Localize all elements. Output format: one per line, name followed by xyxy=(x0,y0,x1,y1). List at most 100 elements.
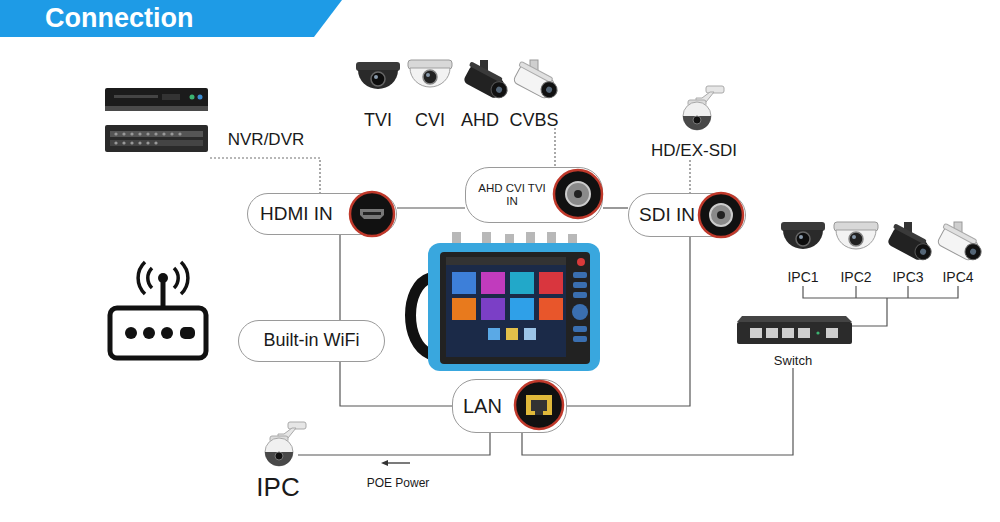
camera-label: IPC xyxy=(256,472,299,503)
network-switch xyxy=(816,331,819,334)
signal-label: TVI xyxy=(364,110,392,131)
port-label: LAN xyxy=(463,395,502,417)
tester-device xyxy=(506,328,518,340)
nvr-dvr-recorder xyxy=(114,95,158,98)
tester-device xyxy=(539,298,563,320)
wifi-router xyxy=(161,282,166,306)
camera-label: IPC1 xyxy=(787,269,818,285)
nvr-dvr-recorder xyxy=(130,132,133,135)
analog-cameras xyxy=(511,60,562,102)
ip-cameras xyxy=(781,222,986,264)
network-wire xyxy=(298,433,490,455)
ip-cameras xyxy=(885,222,936,264)
network-switch xyxy=(737,316,852,322)
network-wire xyxy=(852,298,887,326)
poe-direction-arrow xyxy=(386,462,410,463)
network-switch xyxy=(826,328,838,338)
analog-cameras xyxy=(356,60,562,102)
wifi-router xyxy=(110,262,206,358)
tester-device xyxy=(573,272,587,278)
device-label: NVR/DVR xyxy=(228,130,305,150)
banner-title: Connection xyxy=(45,3,194,34)
nvr-dvr-recorder xyxy=(122,141,125,144)
sdi-ptz-camera xyxy=(683,86,724,130)
nvr-dvr-recorder xyxy=(198,95,203,100)
wifi-router xyxy=(148,268,152,288)
nvr-dvr-recorder xyxy=(154,141,157,144)
connector-line xyxy=(567,237,690,406)
port-label: SDI IN xyxy=(639,205,695,226)
tester-device xyxy=(446,257,566,357)
network-switch xyxy=(798,328,810,338)
camera-label: IPC4 xyxy=(942,269,973,285)
ip-cameras xyxy=(834,222,878,249)
nvr-dvr-recorder xyxy=(122,132,125,135)
wifi-router xyxy=(138,262,145,294)
nvr-dvr-recorder xyxy=(146,141,149,144)
nvr-dvr-recorder xyxy=(105,125,208,152)
tester-device xyxy=(573,336,587,342)
camera-label: IPC2 xyxy=(840,269,871,285)
nvr-dvr-recorder xyxy=(154,132,157,135)
header-banner xyxy=(0,0,342,37)
network-wire xyxy=(855,286,856,298)
signal-label: CVI xyxy=(415,110,445,131)
analog-cameras xyxy=(408,60,452,87)
wifi-router xyxy=(143,327,155,339)
network-wire xyxy=(803,286,958,298)
nvr-dvr-recorder xyxy=(138,132,141,135)
nvr-dvr-recorder xyxy=(105,88,208,110)
nvr-dvr-recorder xyxy=(170,132,173,135)
analog-cameras xyxy=(356,62,400,89)
camera-label: IPC3 xyxy=(892,269,923,285)
nvr-dvr-recorder xyxy=(130,141,133,144)
leader-line xyxy=(210,158,320,193)
nvr-dvr-recorder xyxy=(162,132,165,135)
ip-cameras xyxy=(935,222,986,264)
tester-device xyxy=(573,282,587,288)
port-box: Built-in WiFi xyxy=(238,320,385,362)
nvr-dvr-recorder xyxy=(190,95,195,100)
tester-device xyxy=(488,328,500,340)
nvr-dvr-recorder xyxy=(162,94,180,100)
tester-device xyxy=(428,243,600,371)
poe-ptz-camera xyxy=(265,422,306,466)
poe-direction-arrow xyxy=(381,460,410,466)
power-label: POE Power xyxy=(367,476,430,490)
tester-device xyxy=(573,292,587,298)
tester-device xyxy=(481,272,505,294)
port-box: LAN xyxy=(452,379,567,433)
header-banner xyxy=(0,0,342,37)
nvr-dvr-recorder xyxy=(105,106,208,111)
tester-device xyxy=(572,304,588,320)
nvr-dvr-recorder xyxy=(138,141,141,144)
nvr-dvr-recorder xyxy=(146,132,149,135)
tester-device xyxy=(411,278,431,354)
signal-label: AHD xyxy=(461,110,499,131)
poe-direction-arrow xyxy=(381,460,388,466)
wifi-router xyxy=(181,262,188,294)
wifi-router xyxy=(110,308,206,358)
nvr-dvr-recorder xyxy=(114,141,117,144)
tester-device xyxy=(510,272,534,294)
wifi-router xyxy=(180,327,195,339)
nvr-dvr-recorder xyxy=(110,131,203,137)
network-switch xyxy=(737,316,852,344)
nvr-dvr-recorder xyxy=(105,88,208,152)
network-switch xyxy=(737,322,852,344)
poe-ptz-camera xyxy=(265,422,306,466)
leader-line xyxy=(210,128,690,193)
wifi-router xyxy=(161,327,173,339)
nvr-dvr-recorder xyxy=(114,132,181,144)
device-label: Switch xyxy=(774,353,812,368)
tester-device xyxy=(510,298,534,320)
tester-device xyxy=(539,272,563,294)
nvr-dvr-recorder xyxy=(110,140,203,146)
connector-line xyxy=(340,362,452,406)
port-box: SDI IN xyxy=(628,193,746,237)
port-label: HDMI IN xyxy=(260,204,333,225)
tester-device xyxy=(481,298,505,320)
